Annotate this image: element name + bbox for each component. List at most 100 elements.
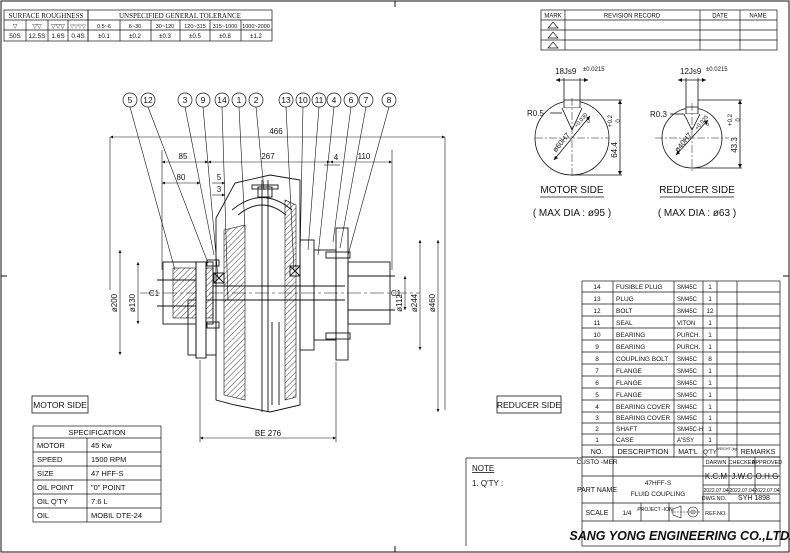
roughness-value: 1.6S bbox=[51, 33, 65, 40]
dim-c1-right: C1 bbox=[391, 289, 402, 298]
bom-cell-material: SM45C bbox=[677, 285, 698, 291]
bom-cell-description: FUSIBLE PLUG bbox=[616, 284, 663, 291]
reducer-keyway-section bbox=[655, 78, 742, 173]
note-item: 1. Q'TY : bbox=[472, 479, 503, 488]
company-name: SANG YONG ENGINEERING CO.,LTD. bbox=[569, 529, 790, 543]
bom-cell-qty: 12 bbox=[706, 308, 714, 315]
reducer-radius: R0.3 bbox=[650, 110, 667, 119]
bom-cell-description: FLANGE bbox=[616, 380, 643, 387]
drawn-date: 2022.07.04 bbox=[703, 488, 728, 494]
tolerance-range: 30~120 bbox=[156, 24, 175, 30]
balloon-number: 5 bbox=[128, 95, 133, 105]
dim-3: 3 bbox=[217, 185, 222, 194]
dimension-lines bbox=[109, 106, 446, 442]
bom-cell-material: SM45C-H bbox=[677, 427, 703, 433]
dimension-texts: 466 85 267 110 80 5 3 4 ø200 ø130 ø112 ø… bbox=[110, 127, 437, 438]
balloon-number: 11 bbox=[315, 95, 324, 105]
bom-cell-description: FLANGE bbox=[616, 392, 643, 399]
roughness-value: 50S bbox=[9, 33, 21, 40]
balloon-number: 6 bbox=[349, 95, 354, 105]
reducer-depth-tol-upper: +0.2 bbox=[728, 113, 734, 126]
tolerance-table bbox=[87, 9, 273, 42]
dim-bore-112: ø112 bbox=[395, 294, 404, 312]
bom-cell-description: CASE bbox=[616, 437, 634, 444]
motor-side-label: MOTOR SIDE bbox=[33, 400, 87, 410]
bom-cell-description: BEARING bbox=[616, 332, 645, 339]
specification-table bbox=[32, 425, 162, 523]
roughness-symbol: ▽ bbox=[13, 24, 18, 30]
bom-cell-description: SEAL bbox=[616, 320, 633, 327]
motor-keyway-texts: 18Js9 ±0.0215 R0.5 ø60H7 +0.030 0 64.4 +… bbox=[527, 67, 622, 219]
bom-header-qty: Q'TY bbox=[703, 450, 716, 456]
roughness-value: 0.4S bbox=[71, 33, 85, 40]
bom-cell-qty: 1 bbox=[708, 380, 712, 387]
bom-cell-description: FLANGE bbox=[616, 368, 643, 375]
part-name-2: FLUID COUPLING bbox=[631, 491, 686, 498]
dim-85: 85 bbox=[179, 152, 188, 161]
revision-header: DATE bbox=[712, 14, 728, 20]
approved-date: 2022.07.04 bbox=[754, 488, 779, 494]
spec-title: SPECIFICATION bbox=[69, 428, 126, 437]
motor-side-box bbox=[31, 395, 89, 414]
dim-bore-130: ø130 bbox=[128, 293, 137, 312]
scale-label: SCALE bbox=[586, 510, 609, 517]
part-name-1: 47HFF-S bbox=[645, 480, 672, 487]
bom-cell-no: 5 bbox=[595, 392, 599, 399]
bom-cell-description: PLUG bbox=[616, 296, 634, 303]
tolerance-title: UNSPECIFIED GENERAL TOLERANCE bbox=[119, 12, 241, 20]
bom-cell-qty: 1 bbox=[708, 332, 712, 339]
motor-depth: 64.4 bbox=[610, 142, 619, 158]
balloon-number: 2 bbox=[254, 95, 259, 105]
reducer-keyway-texts: 12Js9 ±0.0215 R0.3 ø40H7 +0.025 0 43.3 +… bbox=[650, 67, 742, 219]
bom-cell-description: COUPLING BOLT bbox=[616, 356, 668, 363]
tolerance-value: ±0.3 bbox=[159, 34, 171, 40]
dim-80: 80 bbox=[177, 173, 186, 182]
spec-key: MOTOR bbox=[37, 441, 65, 450]
revision-header: REVISION RECORD bbox=[604, 14, 661, 20]
bom-cell-material: SM45C bbox=[677, 297, 698, 303]
balloon-number: 7 bbox=[364, 95, 369, 105]
motor-depth-tol-upper: +0.2 bbox=[608, 114, 614, 127]
bom-cell-no: 6 bbox=[595, 380, 599, 387]
title-block-texts: CUSTO -MER DARWN CHECKED APPROVED K.C.M … bbox=[569, 459, 790, 543]
dim-5: 5 bbox=[217, 173, 222, 182]
note-title: NOTE bbox=[472, 464, 494, 473]
bom-header-remarks: REMARKS bbox=[741, 449, 776, 456]
bom-header-material: MAT'L bbox=[678, 449, 698, 456]
projection-label: PROJECT -ION bbox=[637, 507, 673, 513]
motor-bore-tol-lower: 0 bbox=[586, 119, 593, 125]
revision-header: NAME bbox=[749, 14, 766, 20]
bom-cell-qty: 1 bbox=[708, 296, 712, 303]
balloon-number: 14 bbox=[217, 95, 227, 105]
dim-bore-244: ø244 bbox=[410, 293, 419, 312]
roughness-symbol: ▽▽▽▽ bbox=[70, 24, 86, 30]
balloon-number: 8 bbox=[387, 95, 392, 105]
roughness-symbol: ▽▽▽ bbox=[51, 24, 65, 30]
roughness-symbol: ▽▽ bbox=[32, 24, 42, 30]
approved-label: APPROVED bbox=[752, 460, 783, 466]
drawn-label: DARWN bbox=[706, 460, 727, 466]
tolerance-range: 6~30 bbox=[129, 24, 141, 30]
spec-value: MOBIL DTE-24 bbox=[91, 511, 142, 520]
bom-cell-no: 12 bbox=[593, 308, 601, 315]
reducer-side-title: REDUCER SIDE bbox=[659, 185, 735, 196]
balloon-number: 13 bbox=[281, 95, 291, 105]
spec-value: 7.6 L bbox=[91, 497, 108, 506]
tolerance-range: 120~315 bbox=[184, 24, 206, 30]
bom-cell-material: SM45C bbox=[677, 381, 698, 387]
reducer-bore: ø40H7 bbox=[673, 131, 694, 154]
bom-table bbox=[581, 280, 781, 458]
balloon-number: 10 bbox=[298, 95, 308, 105]
tolerance-range: 1000~2000 bbox=[242, 24, 270, 30]
dim-overall: 466 bbox=[269, 127, 283, 136]
reducer-bore-tol-lower: 0 bbox=[705, 122, 712, 128]
roughness-symbols: ▽ ▽▽ ▽▽▽ ▽▽▽▽ 50S 12.5S 1.6S 0.4S bbox=[9, 24, 86, 40]
checked-date: 2022.07.04 bbox=[729, 488, 754, 494]
bom-cell-material: A'SSY bbox=[677, 438, 694, 444]
motor-max-dia: ( MAX DIA : ø95 ) bbox=[533, 208, 611, 219]
bom-cell-description: BEARING COVER bbox=[616, 404, 670, 411]
bom-cell-no: 13 bbox=[593, 296, 601, 303]
tolerance-range: 0.5~6 bbox=[97, 24, 111, 30]
